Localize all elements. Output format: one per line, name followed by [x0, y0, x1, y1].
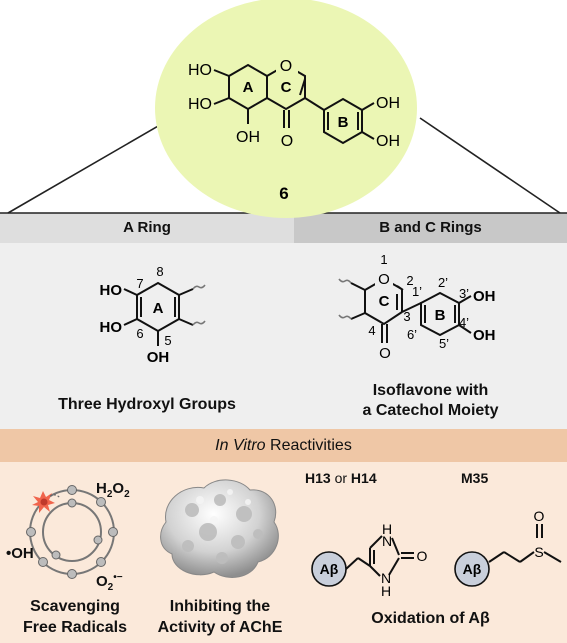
bc-position-6p: 6’	[407, 327, 417, 342]
bc-position-1p: 1’	[412, 284, 422, 299]
bc-rings-structure: O O C B 1 2 3 4 1’ 2’ 3’ 4’ 5’ 6’ OH OH	[338, 252, 496, 362]
a-ring-ho-6: HO	[100, 319, 123, 336]
bc-position-2p: 2’	[438, 275, 448, 290]
reactivities-rest: Reactivities	[265, 437, 352, 454]
scavenging-caption-line2: Free Radicals	[22, 619, 128, 636]
bc-position-3p: 3’	[459, 286, 469, 301]
h2o2-label: H2O2	[96, 480, 130, 500]
bc-oh-4p: OH	[473, 327, 496, 344]
bc-position-2: 2	[406, 273, 413, 288]
compound-ring-a-label: A	[243, 79, 254, 96]
imidazolone-h-bottom: H	[381, 583, 391, 599]
imidazolone-n-bottom: N	[381, 570, 391, 586]
bc-position-5p: 5’	[439, 336, 449, 351]
compound-ho-7: HO	[188, 62, 212, 79]
superoxide-label: O2•−	[96, 572, 123, 593]
bc-ring-c-label: C	[379, 293, 390, 310]
compound-ring-b-label: B	[338, 114, 349, 131]
compound-ho-6: HO	[188, 96, 212, 113]
ache-caption-line2: Activity of AChE	[157, 619, 283, 636]
sulfoxide-s: S	[534, 544, 543, 560]
imidazolone-n-top: N	[382, 533, 392, 549]
compound-oh-3p: OH	[376, 95, 400, 112]
bc-caption-line1: Isoflavone with	[372, 382, 489, 399]
scavenging-caption-line1: Scavenging	[30, 598, 120, 615]
compound-ring-c-label: C	[281, 79, 292, 96]
bc-position-4: 4	[368, 323, 375, 338]
imidazolone-carbonyl-o: O	[417, 548, 428, 564]
bc-oh-3p: OH	[473, 288, 496, 305]
a-ring-caption: Three Hydroxyl Groups	[58, 396, 236, 413]
imidazolone-h-top: H	[382, 521, 392, 537]
structure-panel	[0, 243, 567, 429]
ache-protein-surface	[160, 479, 279, 578]
compound-keto-oxygen: O	[281, 133, 293, 150]
met-residue-label: M35	[461, 470, 489, 486]
sulfoxide-o: O	[534, 508, 545, 524]
bc-ring-b-label: B	[435, 307, 446, 324]
ache-caption-line1: Inhibiting the	[169, 598, 271, 615]
oxidized-residues-structures: Aβ H N N H O Aβ S O	[311, 508, 562, 599]
header-a-ring: A Ring	[123, 219, 171, 236]
a-ring-structure: HO HO OH A 7 8 6 5	[100, 264, 206, 366]
header-band-a	[0, 213, 294, 243]
bc-caption-line2: a Catechol Moiety	[362, 402, 499, 419]
compound-ring-oxygen: O	[280, 58, 292, 75]
his-residue-label: H13 or H14	[305, 470, 377, 486]
a-ring-oh-5: OH	[147, 349, 170, 366]
abeta-circle-2-label: Aβ	[463, 561, 482, 577]
bc-keto-oxygen: O	[379, 345, 391, 362]
compound-number: 6	[279, 184, 288, 203]
a-ring-ho-7: HO	[100, 282, 123, 299]
reactivities-band	[0, 429, 567, 462]
bc-position-4p: 4’	[459, 315, 469, 330]
oxidation-caption: Oxidation of Aβ	[371, 610, 490, 627]
hydroxyl-radical-label: •OH	[6, 545, 34, 562]
header-bc-rings: B and C Rings	[379, 219, 482, 236]
reactivities-title: In Vitro Reactivities	[0, 437, 567, 455]
compound-oh-4p: OH	[376, 133, 400, 150]
header-band-bc	[294, 213, 567, 243]
reactivities-italic: In Vitro	[215, 437, 266, 454]
a-ring-position-6: 6	[136, 326, 143, 341]
a-ring-position-7: 7	[136, 276, 143, 291]
a-ring-position-8: 8	[156, 264, 163, 279]
a-ring-position-5: 5	[164, 333, 171, 348]
bc-position-1: 1	[380, 252, 387, 267]
radical-scavenging-illustration	[26, 485, 118, 579]
abeta-circle-1-label: Aβ	[320, 561, 339, 577]
bc-ring-oxygen: O	[378, 271, 390, 288]
bc-position-3: 3	[403, 309, 410, 324]
a-ring-label: A	[153, 300, 164, 317]
compound-oh-5: OH	[236, 129, 260, 146]
